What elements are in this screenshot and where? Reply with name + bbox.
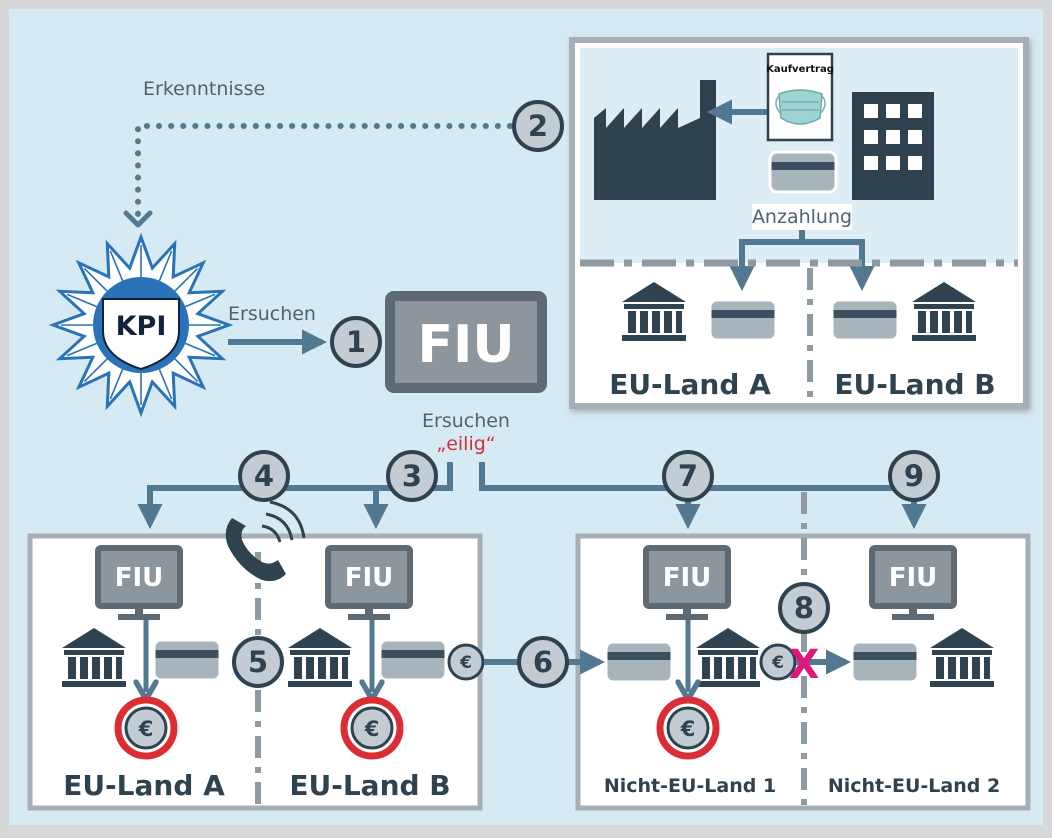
- monitor-icon: FIU: [98, 548, 180, 620]
- police-star-ray: [66, 293, 98, 308]
- police-star-ray: [174, 267, 199, 292]
- police-star-ray: [184, 342, 216, 357]
- euro-coin-icon: €: [656, 696, 720, 760]
- euro-coin-icon: €: [447, 643, 485, 681]
- svg-text:3: 3: [402, 459, 422, 493]
- police-star-icon: KPI: [48, 232, 234, 418]
- police-star-ray: [109, 368, 124, 400]
- land-label: Nicht-EU-Land 1: [604, 775, 776, 797]
- euro-coin-icon: €: [340, 696, 404, 760]
- svg-text:FIU: FIU: [889, 563, 938, 593]
- payment-arrow-b: [802, 239, 875, 292]
- police-star-ray: [158, 250, 173, 282]
- police-star-ray: [158, 368, 173, 400]
- svg-text:6: 6: [533, 645, 553, 679]
- svg-text:FIU: FIU: [115, 563, 164, 593]
- svg-text:FIU: FIU: [663, 563, 712, 593]
- erkenntnisse-label: Erkenntnisse: [143, 78, 265, 100]
- police-shield: [102, 298, 180, 371]
- credit-card-icon: [708, 298, 778, 342]
- police-star-ray: [109, 250, 124, 282]
- svg-text:€: €: [680, 717, 696, 741]
- svg-text:5: 5: [248, 645, 268, 679]
- svg-text:8: 8: [794, 591, 814, 625]
- step-badge: 8: [778, 582, 830, 634]
- step-badge: 7: [662, 450, 714, 502]
- blocked-marker: X: [789, 642, 820, 688]
- credit-card-icon: [604, 640, 674, 684]
- land-label: EU-Land A: [609, 368, 771, 401]
- credit-card-icon: [378, 638, 448, 682]
- land-label: EU-Land B: [834, 368, 995, 401]
- monitor-icon: FIU: [385, 291, 547, 393]
- fiu-label: FIU: [417, 315, 514, 375]
- ersuchen-label: Ersuchen: [422, 410, 510, 432]
- police-star-ray: [184, 293, 216, 308]
- step-badge: 5: [232, 636, 284, 688]
- monitor-icon: FIU: [872, 548, 954, 620]
- step-badge: 3: [386, 450, 438, 502]
- step-badge: 9: [888, 450, 940, 502]
- face-mask-icon: [775, 89, 826, 125]
- svg-text:2: 2: [528, 109, 548, 143]
- credit-card-icon: [152, 638, 222, 682]
- svg-text:1: 1: [346, 325, 366, 359]
- euro-coin-icon: €: [114, 696, 178, 760]
- monitor-icon: FIU: [646, 548, 728, 620]
- svg-text:FIU: FIU: [345, 563, 394, 593]
- svg-text:4: 4: [254, 459, 274, 493]
- euro-coin-icon: €: [759, 643, 797, 681]
- non-eu-countries-box: FIU FIU € Nicht-EU-Land 1 Nicht-EU-Land …: [575, 533, 1031, 811]
- request-arrow-eu-a: [137, 462, 453, 530]
- svg-text:9: 9: [904, 459, 924, 493]
- credit-card-icon: [768, 150, 838, 194]
- police-star-ray: [174, 358, 199, 383]
- credit-card-icon: [830, 298, 900, 342]
- land-label: EU-Land B: [289, 769, 450, 802]
- findings-dotted-path: [135, 123, 513, 221]
- svg-text:7: 7: [678, 459, 698, 493]
- office-building-icon: [852, 92, 934, 200]
- land-label: EU-Land A: [63, 769, 225, 802]
- svg-text:€: €: [459, 653, 472, 673]
- monitor-icon: FIU: [328, 548, 410, 620]
- ersuchen-label: Ersuchen: [228, 303, 316, 325]
- svg-text:€: €: [364, 717, 380, 741]
- kpi-label: KPI: [116, 311, 167, 342]
- police-star-ray: [83, 358, 108, 383]
- police-star-ray: [83, 267, 108, 292]
- step-badge: 6: [517, 636, 569, 688]
- anzahlung-label: Anzahlung: [752, 206, 852, 228]
- payment-arrow-a: [729, 230, 805, 292]
- purchase-scenario-box: Kaufvertrag Anzahlung: [569, 37, 1029, 409]
- findings-arrowhead: [123, 210, 153, 228]
- police-star-ray: [66, 342, 98, 357]
- factory-icon: [594, 80, 716, 200]
- urgent-label: „eilig“: [436, 433, 495, 455]
- contract-label: Kaufvertrag: [766, 64, 834, 75]
- svg-text:€: €: [138, 717, 154, 741]
- credit-card-icon: [850, 640, 920, 684]
- svg-text:€: €: [771, 653, 784, 673]
- step-badge: 1: [330, 316, 382, 368]
- step-badge: 2: [512, 100, 564, 152]
- step-badge: 4: [238, 450, 290, 502]
- phone-icon: [225, 500, 306, 582]
- land-label: Nicht-EU-Land 2: [828, 775, 1000, 797]
